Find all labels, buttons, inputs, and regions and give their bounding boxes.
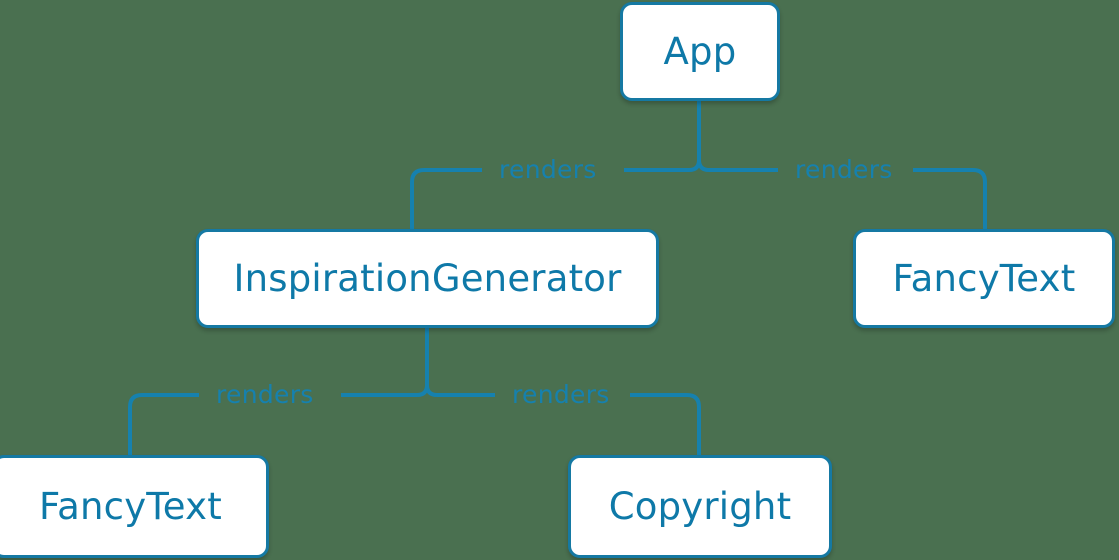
edge-label-inspirationgenerator-fancytext: renders [216,380,314,409]
node-fancytext-right-label: FancyText [892,257,1076,300]
node-inspirationgenerator[interactable]: InspirationGenerator [196,229,659,328]
edge-app-trunk [697,100,710,172]
edge-ig-to-copyright-bus-right2 [630,393,701,455]
edge-ig-to-fancytext-bus-left2 [128,393,199,455]
node-fancytext-bottom[interactable]: FancyText [0,455,269,558]
node-fancytext-bottom-label: FancyText [39,485,222,528]
node-app[interactable]: App [620,2,780,101]
edge-label-app-fancytext: renders [795,155,893,184]
node-copyright-label: Copyright [608,485,792,528]
edge-app-to-fancytext-bus-right2 [913,168,987,229]
edge-label-inspirationgenerator-copyright: renders [512,380,610,409]
edge-inspirationgenerator-trunk-left [416,384,429,397]
edge-label-app-inspirationgenerator: renders [499,155,597,184]
edge-app-trunk-left [688,159,701,172]
node-copyright[interactable]: Copyright [568,455,832,558]
node-inspirationgenerator-label: InspirationGenerator [233,257,622,300]
node-fancytext-right[interactable]: FancyText [853,229,1115,328]
edge-inspirationgenerator-trunk [425,328,438,397]
edge-app-to-inspirationgenerator-bus-left2 [410,168,482,229]
node-app-label: App [663,30,737,73]
